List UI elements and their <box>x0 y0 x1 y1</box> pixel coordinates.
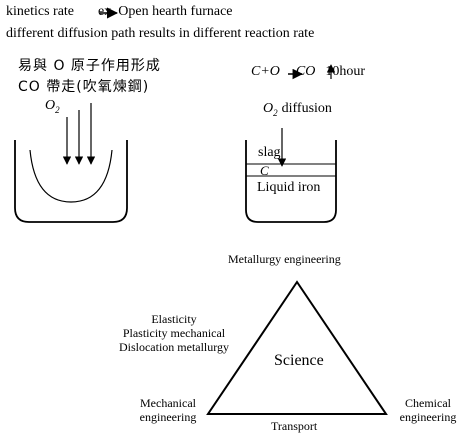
science-triangle <box>206 280 388 415</box>
chemical-engineering-label: Chemical engineering <box>388 396 468 424</box>
reaction-lhs: C+O <box>251 64 280 79</box>
reaction-time: 10hour <box>325 64 366 79</box>
liquid-iron-label: Liquid iron <box>257 180 321 195</box>
transport-label: Transport <box>271 419 318 433</box>
left-caption-line-1: 易與 O 原子作用形成 <box>18 58 161 74</box>
elasticity-label: Elasticity <box>151 312 197 326</box>
plasticity-label: Plasticity mechanical <box>122 326 226 340</box>
kinetics-rate-text: kinetics rate <box>6 4 75 19</box>
metallurgy-engineering-label: Metallurgy engineering <box>228 252 341 266</box>
right-oxygen-symbol: O <box>263 101 274 116</box>
left-side-labels: Elasticity Plasticity mechanical Disloca… <box>111 312 237 354</box>
chemical-label: Chemical <box>405 396 451 410</box>
right-oxygen-subscript: 2 <box>273 107 278 118</box>
dislocation-label: Dislocation metallurgy <box>118 340 230 354</box>
mechanical-engineering-label: Mechanical engineering <box>128 396 208 424</box>
left-caption-line-2: CO 帶走(吹氧煉鋼) <box>18 79 150 95</box>
mechanical-label: Mechanical <box>140 396 196 410</box>
right-vessel-body <box>245 140 337 223</box>
header-line-1: kinetics rate ex. Open hearth furnace <box>6 4 233 20</box>
slag-label: slag <box>258 145 281 160</box>
science-label: Science <box>274 352 324 369</box>
left-oxygen-label: O2 <box>45 98 60 115</box>
mechanical-engineering-word: engineering <box>139 410 197 424</box>
reaction-rhs: CO <box>295 64 316 79</box>
header-line-2: different diffusion path results in diff… <box>6 26 315 41</box>
oxygen-subscript: 2 <box>55 104 60 115</box>
chemical-engineering-word: engineering <box>399 410 457 424</box>
carbon-layer-label: C <box>260 163 269 178</box>
left-vessel-body <box>14 140 128 223</box>
reaction-equation: C+O CO 10hour <box>251 64 365 80</box>
oxygen-symbol: O <box>45 98 56 113</box>
diffusion-text: diffusion <box>281 101 332 116</box>
left-vessel-surface-curve <box>29 149 113 203</box>
open-hearth-text: ex. Open hearth furnace <box>98 4 233 19</box>
